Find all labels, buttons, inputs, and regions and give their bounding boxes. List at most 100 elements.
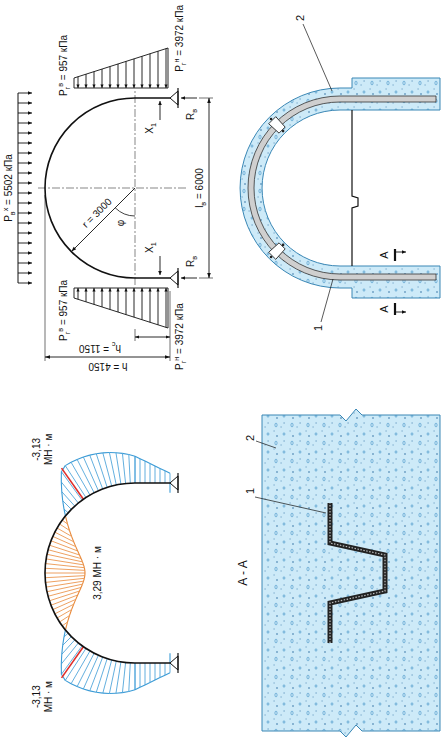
moment-curve [65,462,71,465]
lateral-load-arrow [126,288,127,315]
moment-ordinate [46,559,83,565]
subscript: г [63,332,72,335]
moment-ordinate [116,662,121,693]
moment-curve [71,459,77,462]
moment-curve [83,578,85,581]
load-arrow-head [28,111,32,115]
load-arrow-head [28,101,32,105]
lateral-load-arrow-head [148,288,151,292]
lateral-load-arrow [126,61,127,88]
moment-curve [150,680,155,682]
lateral-load-arrow-head [84,85,87,89]
rib-joint [269,243,285,259]
text-line: МН · м [42,681,54,712]
moment-ordinate [135,456,136,483]
section-mark [394,303,396,315]
moment-curve [90,454,96,455]
moment-ordinate [45,576,85,578]
moment-curve [79,587,81,591]
load-arrow-head [28,151,32,155]
moment-ordinate [150,464,151,483]
dimension-line-head [135,335,139,338]
moment-curve [67,524,69,531]
load-arrow-head [28,241,32,245]
moment-curve [83,455,89,457]
lateral-load-arrow-head [140,288,143,292]
lateral-load-arrow-head [92,288,95,292]
subscript: 1 [149,242,158,246]
moment-ordinate [140,663,141,687]
moment-curve [61,654,63,664]
moment-ordinate [129,663,130,692]
superscript: в [56,328,65,332]
moment-curve [160,675,165,677]
moment-curve [109,693,116,694]
moment-curve [81,584,82,587]
moment-curve [74,599,76,604]
moment-curve [135,687,140,689]
moment-curve [109,452,116,453]
force-label: Rв [185,256,197,267]
dimension-line-head [45,355,50,359]
lateral-load-arrow-head [124,85,127,89]
lateral-load-arrow-head [116,288,119,292]
lateral-load-arrow-head [108,288,111,292]
load-arrow-head [28,211,32,215]
moment-curve [145,682,150,684]
moment-curve [61,645,63,654]
lateral-load-arrow-head [100,85,103,89]
lateral-load-arrow-head [132,288,135,292]
profile-hatch [330,503,385,643]
moment-curve [82,581,83,584]
dimension-line-head [165,355,170,359]
lateral-load-arrow [166,49,167,88]
concrete-lining [240,78,440,298]
moment-ordinate [122,453,125,483]
dimension-line [108,357,170,358]
moment-ordinate [90,657,103,691]
moment-ordinate [60,616,70,622]
steel-profile [330,503,385,643]
moment-curve [70,530,72,536]
moment-ordinate [170,473,171,483]
moment-curve [155,466,160,468]
lateral-load-arrow-head [124,288,127,292]
subscript: в [199,202,208,206]
moment-ordinate [53,599,76,609]
force-label: X1 [144,123,156,134]
load-arrow-head [28,181,32,185]
subscript: в [190,256,199,260]
moment-ordinate [49,591,79,601]
radius-line-head [71,247,76,252]
moment-ordinate [165,663,166,675]
moment-curve [78,591,80,595]
lateral-load-arrow-head [76,288,79,292]
moment-curve [76,595,78,599]
load-value: Pгв = 957 кПа [58,35,70,96]
moment-ordinate [51,595,78,605]
moment-curve [67,616,69,623]
moment-ordinate [61,643,78,664]
arch-outline [45,98,170,278]
moment-ordinate [145,461,146,483]
moment-curve [82,562,83,565]
lateral-load-arrow-head [140,85,143,89]
moment-ordinate [116,453,121,484]
bolt [282,130,285,133]
moment-value: 3,29 МН · м [92,546,104,600]
lateral-load-arrow-head [84,288,87,292]
lateral-load-arrow [166,288,167,327]
force-label: X1 [144,242,156,253]
callout-number: 2 [244,435,257,441]
moment-ordinate [63,501,72,510]
moment-ordinate [63,637,72,646]
extension-line [199,98,213,99]
radius-line [71,188,135,252]
moment-ordinate [155,663,156,680]
subscript: в [8,211,17,215]
dimension-line-head [207,98,211,103]
moment-ordinate [83,457,98,491]
moment-curve [140,459,145,461]
